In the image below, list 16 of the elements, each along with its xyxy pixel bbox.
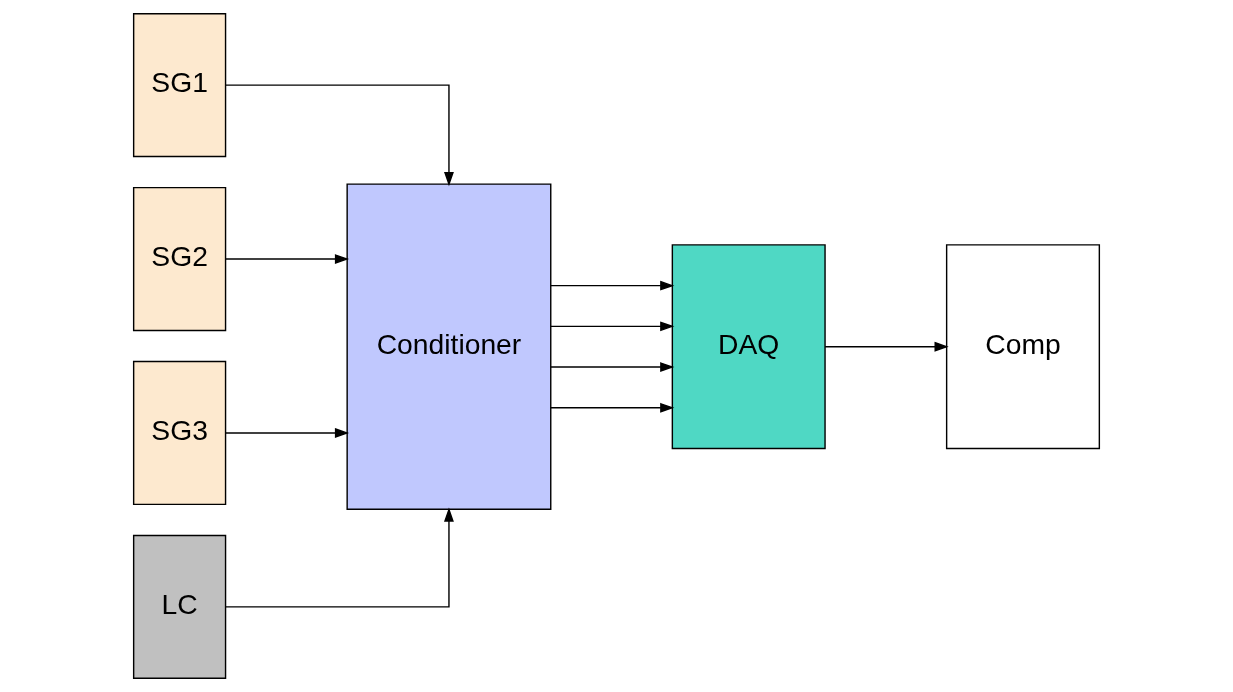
node-box: DAQ — [671, 244, 826, 450]
arrow — [550, 321, 675, 332]
node-box: SG1 — [132, 13, 227, 158]
arrow — [225, 254, 350, 264]
arrow — [225, 428, 350, 438]
arrow — [550, 280, 675, 291]
node-box: SG3 — [132, 360, 227, 506]
arrow — [225, 84, 454, 187]
node-box: Comp — [945, 244, 1101, 450]
arrow — [824, 341, 949, 352]
node-box: Conditioner — [346, 183, 552, 510]
node-box: SG2 — [132, 186, 227, 332]
arrow — [550, 362, 675, 373]
arrow — [225, 507, 454, 608]
arrow — [550, 402, 675, 413]
node-box: LC — [132, 534, 227, 679]
